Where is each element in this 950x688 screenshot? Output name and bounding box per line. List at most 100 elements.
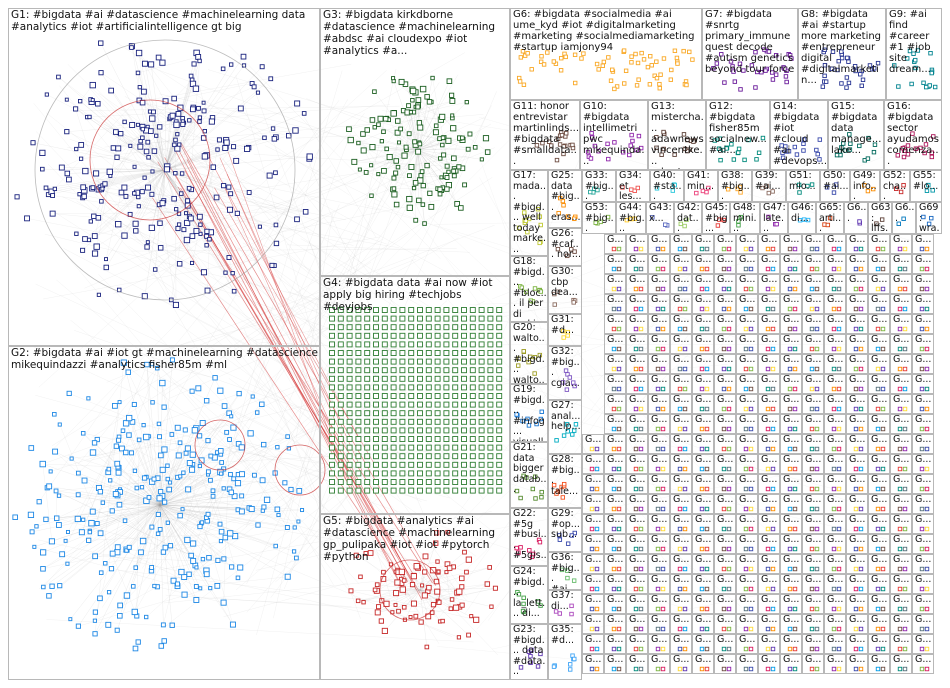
group-panel-g29: G29: #op... sub...: [548, 508, 582, 552]
edge: [473, 329, 688, 524]
group-label: G6...: [895, 202, 915, 224]
edge: [162, 169, 166, 204]
edge: [159, 447, 242, 506]
group-panel-g65: G65: arti...: [816, 202, 844, 234]
group-label: G53: #big...: [585, 202, 614, 234]
edge: [102, 502, 161, 506]
group-label: G...: [739, 634, 756, 645]
edge: [52, 213, 99, 219]
group-label: G...: [849, 354, 866, 365]
group-panel-gs108: G...: [670, 374, 692, 394]
group-label: G11: honor entrevistar martinlinds... #b…: [513, 101, 580, 167]
group-label: G...: [629, 394, 646, 405]
edge: [117, 504, 161, 548]
group-label: G...: [607, 494, 624, 505]
edge: [159, 126, 166, 171]
edge: [142, 504, 161, 542]
group-panel-gs101: G...: [846, 354, 868, 374]
group-panel-gs97: G...: [758, 354, 780, 374]
group-panel-gs58: G...: [890, 294, 912, 314]
group-label: G...: [607, 634, 624, 645]
group-label: G...: [695, 294, 712, 305]
group-label: G37: di...: [551, 590, 577, 612]
edge: [128, 417, 161, 506]
edge: [200, 139, 220, 234]
edge: [110, 480, 161, 506]
group-label: G...: [717, 514, 734, 525]
edge: [135, 455, 162, 568]
group-label: G23: #bigd... data #data...: [513, 624, 547, 677]
group-label: G...: [739, 314, 756, 325]
edge: [87, 110, 205, 118]
group-panel-gs297: G...: [648, 614, 670, 634]
group-label: G...: [871, 334, 888, 345]
group-panel-gs125: G...: [714, 394, 736, 414]
group-panel-gs186: G...: [670, 474, 692, 494]
group-label: G...: [695, 234, 712, 245]
edge: [180, 145, 423, 601]
group-panel-gs114: G...: [802, 374, 824, 394]
group-panel-gs204: G...: [714, 494, 736, 514]
group-panel-gs162: G...: [846, 434, 868, 454]
edge: [78, 504, 161, 627]
edge: [70, 105, 400, 111]
group-panel-g37: G37: di...: [548, 590, 582, 624]
group-panel-gs171: G...: [692, 454, 714, 474]
group-panel-g52: G52: cha...: [880, 170, 910, 202]
group-label: G...: [849, 334, 866, 345]
edge: [192, 70, 343, 578]
group-label: G...: [849, 314, 866, 325]
group-label: G...: [585, 654, 602, 665]
group-panel-gs192: G...: [802, 474, 824, 494]
group-panel-gs4: G...: [692, 234, 714, 254]
group-panel-gs231: G...: [604, 534, 626, 554]
edge: [244, 204, 340, 414]
group-panel-g11: G11: honor entrevistar martinlinds... #b…: [510, 100, 580, 170]
group-panel-g31: G31: #d...: [548, 314, 582, 346]
group-label: G7: #bigdata #snrtg primary_immune quest…: [705, 9, 797, 75]
group-label: G...: [761, 634, 778, 645]
group-panel-gs341: G...: [912, 654, 934, 674]
group-panel-gs119: G...: [912, 374, 934, 394]
group-label: G...: [629, 554, 646, 565]
group-panel-gs16: G...: [626, 254, 648, 274]
edge: [226, 123, 492, 273]
group-label: G...: [827, 554, 844, 565]
group-label: G...: [849, 634, 866, 645]
group-panel-gs43: G...: [890, 274, 912, 294]
group-panel-gs36: G...: [736, 274, 758, 294]
edge: [186, 157, 395, 545]
group-label: G42: dat...: [677, 202, 700, 234]
group-label: G...: [893, 334, 910, 345]
group-panel-gs285: G...: [736, 594, 758, 614]
group-panel-gs283: G...: [692, 594, 714, 614]
group-label: G5: #bigdata #analytics #ai #datascience…: [323, 515, 499, 563]
edge: [381, 110, 679, 157]
group-label: G...: [893, 554, 910, 565]
group-label: G...: [607, 434, 624, 445]
edge: [105, 192, 122, 260]
edge: [164, 124, 183, 171]
group-panel-gs20: G...: [714, 254, 736, 274]
edge: [242, 271, 468, 598]
edge: [152, 224, 495, 356]
edge: [80, 101, 275, 266]
group-panel-gs30: G...: [604, 274, 626, 294]
group-panel-gs133: G...: [890, 394, 912, 414]
group-panel-gs129: G...: [802, 394, 824, 414]
group-panel-gs247: G...: [604, 554, 626, 574]
group-panel-g18: G18: #bigd... #bloc... il per di mckin..…: [510, 256, 548, 322]
edge: [35, 395, 427, 502]
group-panel-gs160: G...: [802, 434, 824, 454]
group-panel-gs173: G...: [736, 454, 758, 474]
edge: [177, 162, 367, 322]
edge: [164, 115, 173, 171]
group-panel-gs278: G...: [582, 594, 604, 614]
group-panel-gs157: G...: [736, 434, 758, 454]
group-panel-gs174: G...: [758, 454, 780, 474]
group-panel-gs219: G...: [692, 514, 714, 534]
group-label: G20: walto... #bigd... walto...: [513, 322, 545, 384]
group-label: G...: [673, 254, 690, 265]
group-panel-g5: G5: #bigdata #analytics #ai #datascience…: [320, 514, 510, 680]
edge: [139, 100, 166, 171]
